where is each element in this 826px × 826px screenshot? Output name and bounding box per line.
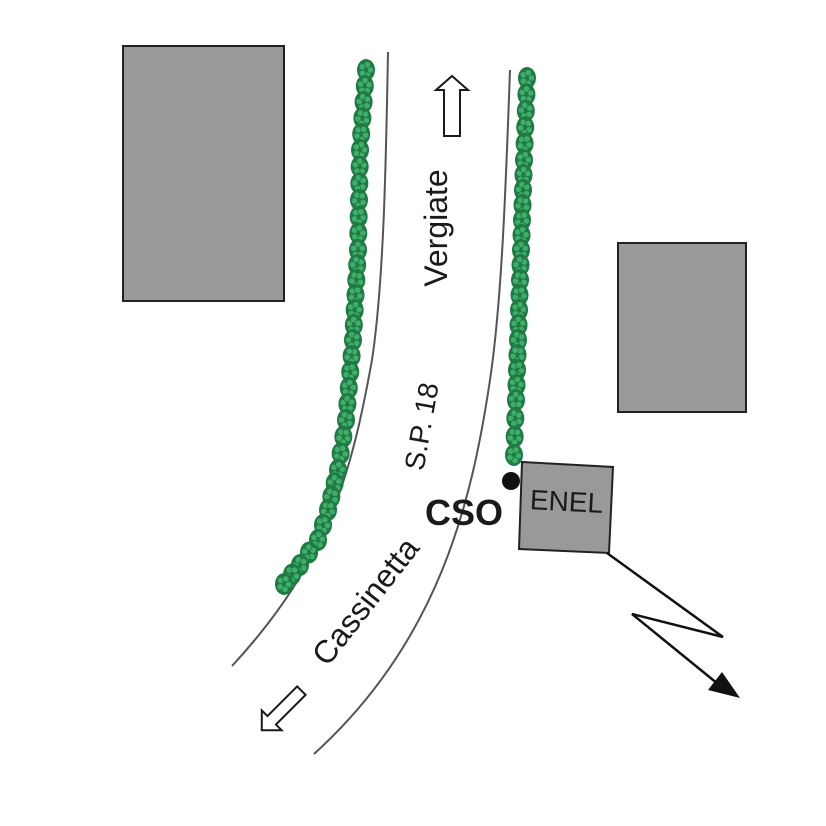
hedge-clump xyxy=(351,139,369,161)
hedge-clump xyxy=(350,155,369,178)
hedge-clump xyxy=(331,442,350,465)
hedge-clump xyxy=(505,425,524,448)
building-east xyxy=(617,242,747,413)
hedge-clump xyxy=(354,91,373,113)
hedge-clump xyxy=(348,254,367,276)
hedge-clump xyxy=(349,205,368,228)
hedge-east xyxy=(505,67,536,466)
hedge-clump xyxy=(513,194,532,216)
south-destination-label: Cassinetta xyxy=(305,530,427,671)
hedge-clump xyxy=(517,83,536,106)
hedge-clump xyxy=(505,444,523,466)
hedge-west xyxy=(275,59,375,595)
hedge-clump xyxy=(516,99,535,122)
hedge-clump xyxy=(342,345,361,367)
substation-label: ENEL xyxy=(529,484,604,519)
hedge-clump xyxy=(275,573,293,595)
hedge-clump xyxy=(349,222,368,245)
station-marker xyxy=(502,472,520,490)
hollow-arrow-down-left-icon xyxy=(260,684,308,732)
building-northwest xyxy=(122,45,285,302)
hedge-clump xyxy=(506,407,525,430)
road-name-label: S.P. 18 xyxy=(399,380,445,472)
hedge-clump xyxy=(352,123,371,145)
road-edge-east xyxy=(313,69,511,755)
station-label: CSO xyxy=(425,492,503,533)
hedge-clump xyxy=(341,361,360,383)
lightning-arrow-icon xyxy=(606,551,740,698)
hedge-clump xyxy=(516,116,535,139)
north-destination-label: Vergiate xyxy=(418,169,454,286)
hedge-clump xyxy=(353,107,372,129)
hollow-arrow-up-icon xyxy=(433,74,471,137)
hedge-clump xyxy=(339,377,358,399)
